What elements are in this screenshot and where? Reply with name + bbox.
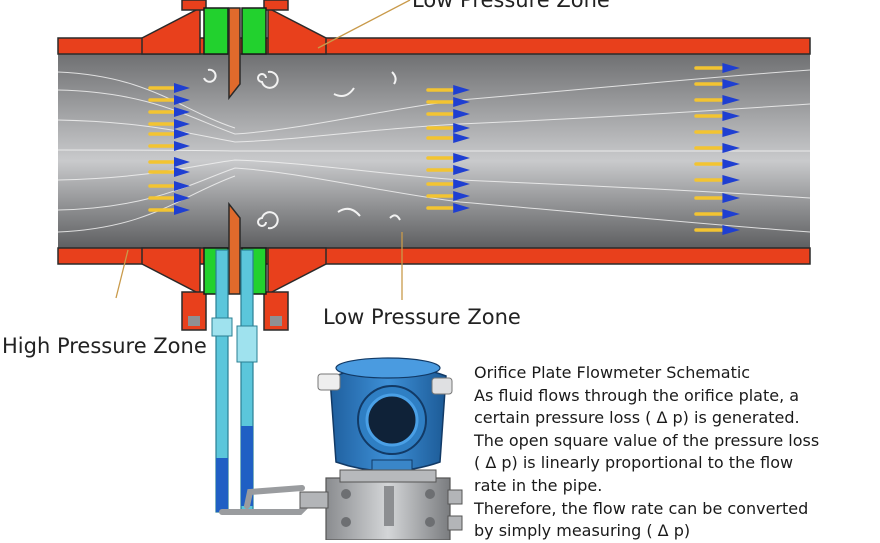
flow-arrow [694, 209, 740, 219]
description-line: Therefore, the flow rate can be converte… [474, 498, 809, 518]
flow-arrow [426, 123, 470, 133]
flow-arrow [694, 111, 740, 121]
flow-arrow [694, 63, 740, 73]
schematic-description: Orifice Plate Flowmeter Schematic As flu… [474, 362, 874, 543]
description-title: Orifice Plate Flowmeter Schematic [474, 363, 751, 382]
description-line: by simply measuring ( Δ p) [474, 521, 691, 541]
flow-arrow [148, 107, 190, 117]
flow-arrow [426, 191, 470, 201]
flow-arrow [694, 175, 740, 185]
flow-arrows-outlet [694, 63, 740, 235]
flow-arrow [426, 179, 470, 189]
flow-arrow [694, 225, 740, 235]
description-line: certain pressure loss ( Δ p) is generate… [474, 408, 800, 428]
flow-arrow [694, 127, 740, 137]
flow-arrow [694, 193, 740, 203]
flow-arrow [426, 133, 470, 143]
flow-arrow [148, 129, 190, 139]
flow-arrow [148, 205, 190, 215]
flow-arrow [694, 143, 740, 153]
flow-arrow [426, 165, 470, 175]
impulse-tubes [211, 249, 258, 513]
orifice-plate [228, 7, 241, 295]
flow-arrow [148, 83, 190, 93]
top-low-pressure-zone-label: Low Pressure Zone [412, 0, 610, 12]
flow-arrow [426, 85, 470, 95]
flow-arrow [694, 159, 740, 169]
description-line: rate in the pipe. [474, 475, 603, 495]
flow-arrows-middle [426, 85, 470, 213]
low-pressure-zone-label: Low Pressure Zone [323, 305, 521, 329]
vortex-swirls [203, 68, 401, 230]
description-line: ( Δ p) is linearly proportional to the f… [474, 453, 794, 473]
description-line: As fluid flows through the orifice plate… [474, 385, 800, 405]
flow-arrow [426, 203, 470, 213]
label-pointers [115, 0, 411, 300]
flow-arrow [694, 95, 740, 105]
description-line: The open square value of the pressure lo… [474, 430, 820, 450]
flow-arrow [148, 167, 190, 177]
flow-arrow [426, 97, 470, 107]
flow-arrow [426, 153, 470, 163]
connection-piping [219, 485, 315, 515]
flow-arrows-inlet [148, 83, 190, 215]
pressure-transmitter [299, 357, 463, 540]
flow-arrow [148, 193, 190, 203]
flow-arrow [426, 109, 470, 119]
flow-arrow [148, 181, 190, 191]
flow-arrow [148, 157, 190, 167]
flow-arrow [694, 79, 740, 89]
flow-arrow [148, 119, 190, 129]
high-pressure-zone-label: High Pressure Zone [2, 334, 207, 358]
flow-arrow [148, 95, 190, 105]
flow-arrow [148, 141, 190, 151]
